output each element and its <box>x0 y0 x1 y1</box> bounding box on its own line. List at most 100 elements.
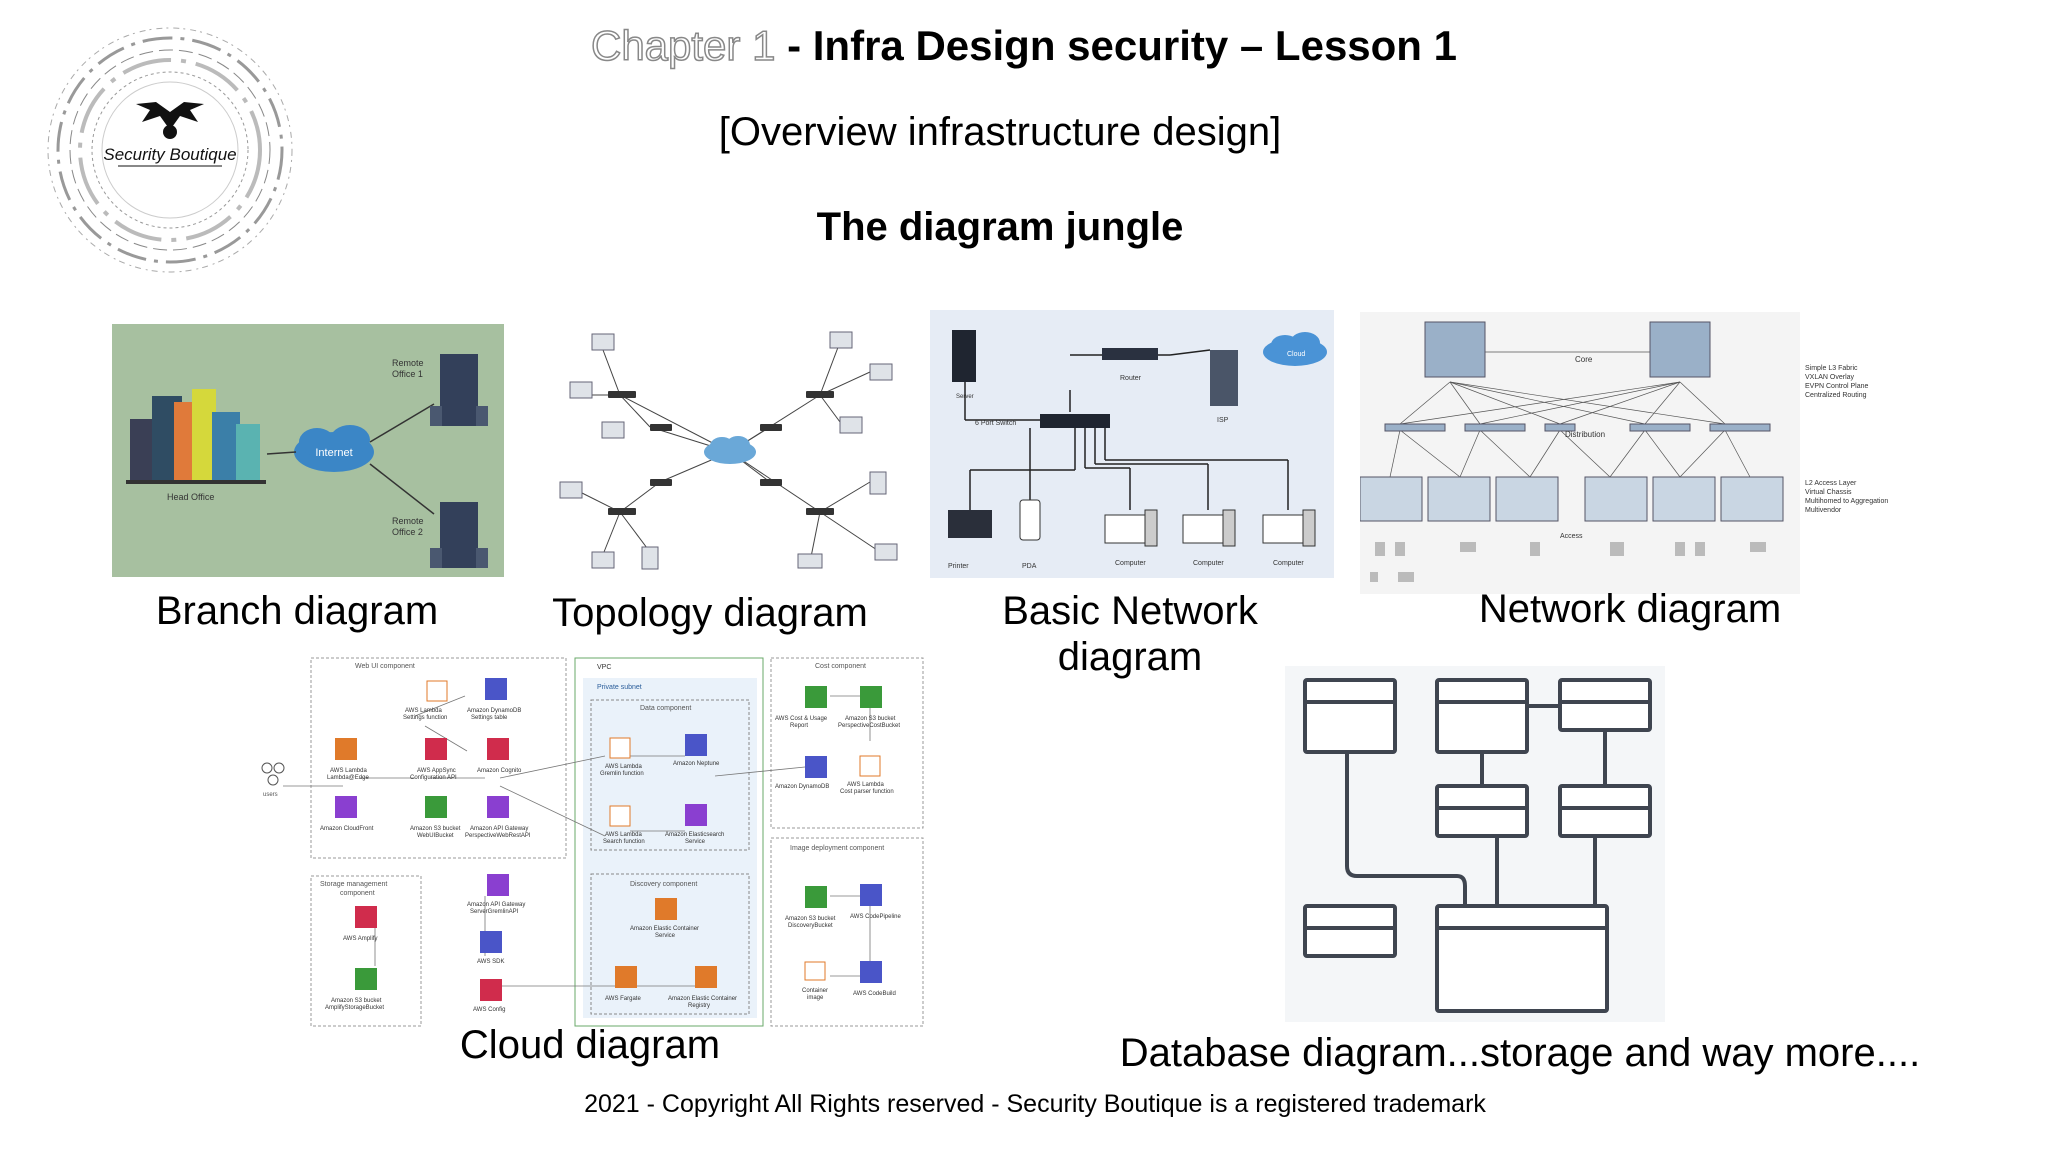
svg-text:component: component <box>340 890 375 897</box>
svg-text:Amazon S3 bucket: Amazon S3 bucket <box>845 716 896 722</box>
aws-lambda-icon <box>426 680 448 702</box>
amazon-ecr-icon <box>695 966 717 988</box>
svg-text:AWS Lambda: AWS Lambda <box>847 782 884 788</box>
pda-icon <box>1019 499 1041 541</box>
logo: Security Boutique <box>30 20 300 280</box>
svg-text:Office 2: Office 2 <box>392 527 423 537</box>
svg-text:Computer: Computer <box>1193 560 1224 567</box>
internet-cloud-icon <box>294 425 374 472</box>
svg-text:Office 1: Office 1 <box>392 369 423 379</box>
svg-text:Amazon S3 bucket: Amazon S3 bucket <box>785 916 836 922</box>
svg-text:AWS Lambda: AWS Lambda <box>605 764 642 770</box>
amazon-cognito-icon <box>487 738 509 760</box>
amazon-api-gateway-icon <box>487 874 509 896</box>
aws-lambda-icon <box>609 737 631 759</box>
distribution-switch-icons <box>1384 423 1771 432</box>
svg-text:AWS Config: AWS Config <box>473 1007 505 1013</box>
svg-text:Multivendor: Multivendor <box>1805 507 1842 514</box>
svg-text:Service: Service <box>685 839 706 845</box>
branch-diagram-image: Head Office Internet Remote Office 1 Rem… <box>112 324 504 577</box>
amazon-s3-icon <box>355 968 377 990</box>
computer-icon <box>1182 509 1236 547</box>
svg-text:Discovery component: Discovery component <box>630 881 697 888</box>
svg-text:Web UI component: Web UI component <box>355 663 415 670</box>
amazon-s3-icon <box>805 886 827 908</box>
copyright-footer: 2021 - Copyright All Rights reserved - S… <box>584 1090 1486 1118</box>
svg-text:6 Port Switch: 6 Port Switch <box>975 420 1016 427</box>
svg-text:Access: Access <box>1560 533 1583 540</box>
svg-text:AWS Amplify: AWS Amplify <box>343 936 377 942</box>
entity-table <box>1435 784 1529 838</box>
svg-text:Head Office: Head Office <box>167 492 214 502</box>
amazon-cloudfront-icon <box>335 796 357 818</box>
svg-text:AWS CodeBuild: AWS CodeBuild <box>853 991 896 997</box>
svg-text:DiscoveryBucket: DiscoveryBucket <box>788 923 833 929</box>
topology-diagram-image <box>530 322 910 580</box>
svg-text:AWS Lambda: AWS Lambda <box>330 768 367 774</box>
aws-codepipeline-icon <box>860 884 882 906</box>
container-image-icon <box>804 961 826 981</box>
router-icon <box>1102 348 1158 360</box>
svg-text:PDA: PDA <box>1022 563 1037 570</box>
topology-switch-icons <box>608 391 834 515</box>
svg-text:Core: Core <box>1575 355 1593 364</box>
svg-text:AWS Fargate: AWS Fargate <box>605 996 641 1002</box>
svg-text:Router: Router <box>1120 375 1142 382</box>
svg-text:Computer: Computer <box>1115 560 1146 567</box>
svg-text:Server: Server <box>956 394 974 400</box>
basic-network-diagram-image: Server Router ISP Cloud 6 Port Switch Pr… <box>930 310 1334 578</box>
svg-text:ServerGremlinAPI: ServerGremlinAPI <box>470 909 519 915</box>
network-diagram-image: Core Distribution Access Simple L3 Fabri… <box>1360 312 1915 594</box>
svg-text:Simple L3 Fabric: Simple L3 Fabric <box>1805 365 1858 372</box>
aws-appsync-icon <box>425 738 447 760</box>
svg-text:Container: Container <box>802 988 828 994</box>
core-switch-icon <box>1649 321 1711 378</box>
svg-text:Amazon Elastic Container: Amazon Elastic Container <box>668 996 737 1002</box>
entity-table <box>1303 678 1397 754</box>
entity-table <box>1303 904 1397 958</box>
svg-text:AWS CodePipeline: AWS CodePipeline <box>850 914 901 920</box>
svg-text:Distribution: Distribution <box>1565 430 1605 439</box>
aws-lambda-icon <box>609 805 631 827</box>
caption-topology: Topology diagram <box>552 591 868 635</box>
server-icon <box>952 330 976 382</box>
users-icon <box>261 762 285 786</box>
svg-text:Remote: Remote <box>392 358 424 368</box>
aws-fargate-icon <box>615 966 637 988</box>
aws-sdk-icon <box>480 931 502 953</box>
remote-office-1-building <box>430 354 488 426</box>
logo-brand-text: Security Boutique <box>103 145 236 164</box>
slide-title: Chapter 1 - Infra Design security – Less… <box>0 21 2048 70</box>
svg-text:Virtual Chassis: Virtual Chassis <box>1805 489 1852 496</box>
aws-cost-usage-report-icon <box>805 686 827 708</box>
svg-text:Computer: Computer <box>1273 560 1304 567</box>
head-office-buildings <box>126 389 266 484</box>
chapter-label: Chapter 1 <box>590 21 776 70</box>
svg-text:Settings function: Settings function <box>403 715 447 721</box>
entity-table <box>1435 678 1529 754</box>
svg-text:Registry: Registry <box>688 1003 710 1009</box>
amazon-api-gateway-icon <box>487 796 509 818</box>
topology-computer-icons <box>559 331 898 570</box>
aws-lambda-edge-icon <box>335 738 357 760</box>
cloud-diagram-image: Web UI component VPC Private subnet Data… <box>255 656 927 1028</box>
svg-text:users: users <box>263 792 278 798</box>
isp-building-icon <box>1210 350 1238 406</box>
entity-table <box>1558 678 1652 732</box>
dragon-emblem-icon <box>136 102 204 139</box>
switch-icon <box>1040 414 1110 428</box>
svg-text:Amazon Elastic Container: Amazon Elastic Container <box>630 926 699 932</box>
svg-text:VXLAN Overlay: VXLAN Overlay <box>1805 374 1855 381</box>
svg-text:Amazon Cognito: Amazon Cognito <box>477 768 522 774</box>
svg-text:Amazon S3 bucket: Amazon S3 bucket <box>410 826 461 832</box>
svg-text:VPC: VPC <box>597 664 611 671</box>
svg-text:Search function: Search function <box>603 839 645 845</box>
caption-branch: Branch diagram <box>155 589 439 633</box>
svg-text:Service: Service <box>655 933 676 939</box>
access-switch-icons <box>1360 476 1784 522</box>
amazon-elasticsearch-icon <box>685 804 707 826</box>
svg-text:Cost parser function: Cost parser function <box>840 789 894 795</box>
svg-text:Image deployment component: Image deployment component <box>790 845 884 852</box>
svg-text:image: image <box>807 995 824 1001</box>
svg-text:EVPN Control Plane: EVPN Control Plane <box>1805 383 1869 390</box>
